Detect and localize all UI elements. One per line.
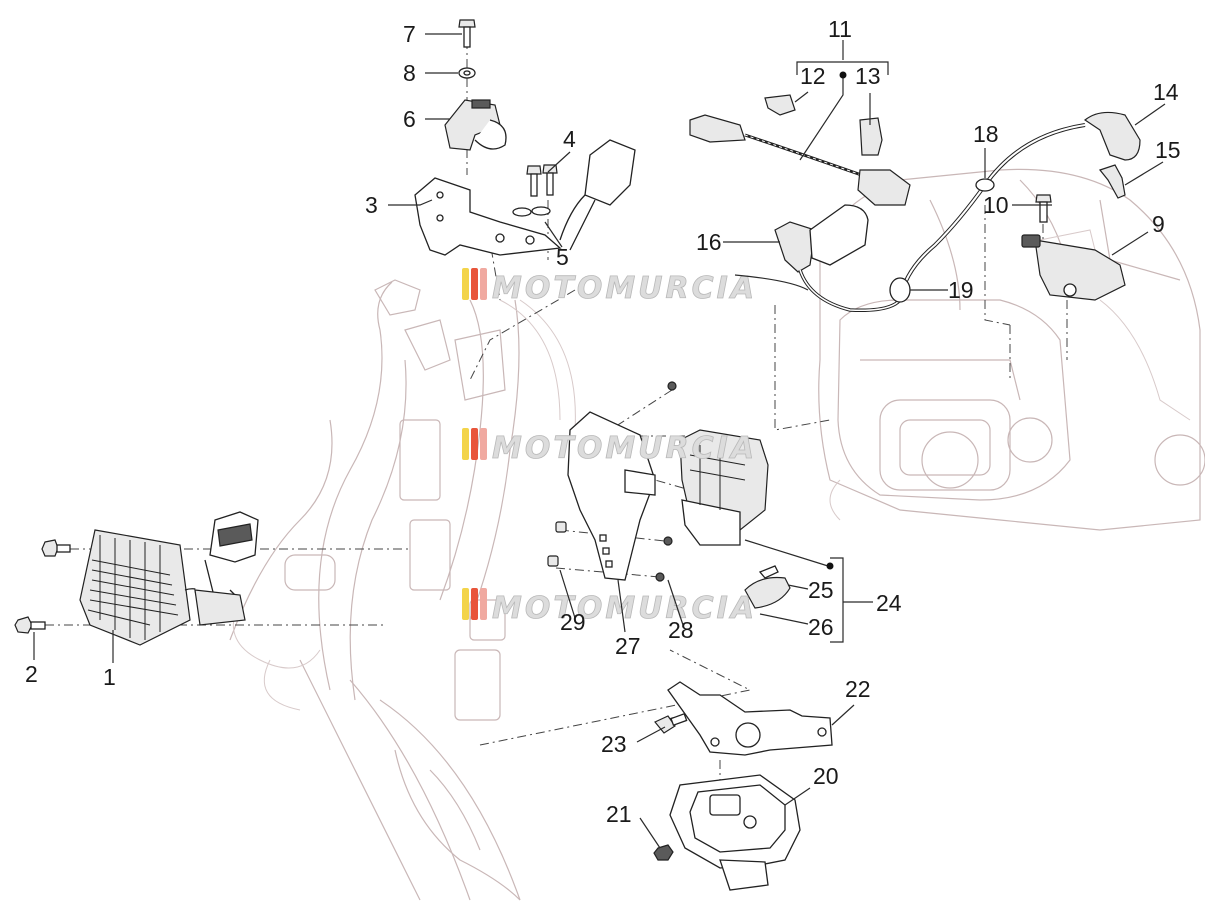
callout-5: 5 [556, 244, 569, 270]
callout-23: 23 [601, 731, 627, 757]
watermark-stripe-yellow [462, 428, 469, 460]
part-4-screws [526, 164, 558, 197]
part-27-ecu-bracket [567, 411, 656, 581]
callout-7: 7 [403, 21, 416, 47]
callouts: 1 2 3 4 5 6 7 8 9 10 11 12 13 14 15 16 1… [25, 16, 1181, 827]
part-9-ignition-coil [1021, 234, 1126, 301]
part-21-nut [653, 844, 674, 861]
part-12-clip [764, 94, 796, 116]
part-25-key [744, 565, 791, 609]
watermark-stripe-red [471, 268, 478, 300]
part-1-voltage-regulator [79, 511, 259, 646]
part-6-sensor [444, 99, 507, 151]
callout-14: 14 [1153, 79, 1179, 105]
part-18-clip [975, 178, 995, 192]
callout-13: 13 [855, 63, 881, 89]
callout-29: 29 [560, 609, 586, 635]
callout-27: 27 [615, 633, 641, 659]
watermark-3: MOTOMURCIA [462, 588, 757, 626]
callout-8: 8 [403, 60, 416, 86]
callout-26: 26 [808, 614, 834, 640]
watermark-text: MOTOMURCIA [492, 431, 757, 466]
callout-16: 16 [696, 229, 722, 255]
callout-24: 24 [876, 590, 902, 616]
watermark-text: MOTOMURCIA [492, 591, 757, 626]
leader-dot-11 [839, 71, 847, 79]
callout-22: 22 [845, 676, 871, 702]
callout-20: 20 [813, 763, 839, 789]
callout-15: 15 [1155, 137, 1181, 163]
part-2-bolts [14, 539, 71, 634]
part-14-spark-plug-cap [898, 111, 1141, 301]
callout-11: 11 [828, 16, 852, 42]
callout-21: 21 [606, 801, 632, 827]
part-20-control-module [669, 774, 801, 891]
part-22-bracket [667, 681, 833, 756]
watermark-stripe-yellow [462, 588, 469, 620]
callout-18: 18 [973, 121, 999, 147]
callout-9: 9 [1152, 211, 1165, 237]
watermark-stripe-pink [480, 588, 487, 620]
part-15-terminal [1098, 164, 1126, 199]
part-11-cable [689, 114, 911, 206]
part-28-screws [655, 381, 677, 582]
callout-10: 10 [983, 192, 1009, 218]
callout-25: 25 [808, 577, 834, 603]
watermark-1: MOTOMURCIA [462, 268, 757, 306]
watermark-stripe-yellow [462, 268, 469, 300]
callout-19: 19 [948, 277, 974, 303]
callout-12: 12 [800, 63, 826, 89]
connector-4 [559, 139, 636, 251]
watermark-2: MOTOMURCIA [462, 428, 757, 466]
watermark-stripe-pink [480, 428, 487, 460]
part-7-screw [458, 19, 476, 48]
part-8-washer [458, 67, 476, 79]
callout-6: 6 [403, 106, 416, 132]
part-3-bracket [414, 177, 562, 256]
leader-dot-24 [826, 562, 834, 570]
watermark-text: MOTOMURCIA [492, 271, 757, 306]
callout-1: 1 [103, 664, 116, 690]
callout-3: 3 [365, 192, 378, 218]
callout-28: 28 [668, 617, 694, 643]
part-10-screw [1035, 194, 1052, 223]
watermark-stripe-red [471, 588, 478, 620]
watermark-stripe-red [471, 428, 478, 460]
part-13-clip [859, 117, 883, 156]
watermark-stripe-pink [480, 268, 487, 300]
part-24-ecu-unit [679, 429, 769, 546]
callout-4: 4 [563, 126, 576, 152]
part-16-hv-cable-connector [774, 204, 902, 313]
part-29-clips [547, 521, 567, 567]
part-5-washers [512, 206, 551, 217]
leader-lines [33, 33, 1166, 849]
callout-2: 2 [25, 661, 38, 687]
part-19-grommet [889, 277, 911, 303]
